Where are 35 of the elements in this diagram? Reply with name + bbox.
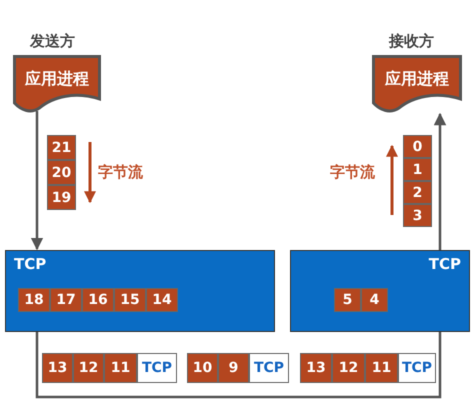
- byte-cell: 10: [187, 353, 218, 383]
- byte-cell: 16: [82, 288, 114, 312]
- header-cell: TCP: [398, 353, 436, 383]
- byte-cell: 14: [146, 288, 178, 312]
- connector-arrow: [30, 111, 44, 250]
- role-heading: 发送方: [30, 32, 75, 51]
- byte-cell: 9: [218, 353, 249, 383]
- byte-cell: 12: [332, 353, 365, 383]
- role-heading: 接收方: [389, 32, 434, 51]
- tcp-panel: TCP 18 17 16 15 14: [5, 250, 275, 332]
- byte-cell: 5: [334, 288, 361, 312]
- process-box: 应用进程: [372, 55, 462, 113]
- byte-cell: 19: [47, 185, 76, 210]
- byte-cell: 1: [403, 158, 432, 181]
- tcp-panel: TCP 5 4: [290, 250, 470, 332]
- byte-cell: 12: [73, 353, 104, 383]
- byte-cell: 13: [300, 353, 332, 383]
- stream-label: 字节流: [330, 163, 375, 182]
- byte-cell: 4: [361, 288, 388, 312]
- header-cell: TCP: [137, 353, 177, 383]
- byte-cell: 2: [403, 181, 432, 204]
- header-cell: TCP: [249, 353, 289, 383]
- byte-cell: 18: [18, 288, 50, 312]
- byte-cell: 11: [104, 353, 137, 383]
- byte-cell: 15: [114, 288, 146, 312]
- byte-cell: 13: [42, 353, 73, 383]
- byte-cell: 0: [403, 135, 432, 158]
- byte-cell: 20: [47, 160, 76, 185]
- connector-arrow: [434, 112, 446, 250]
- byte-cell: 11: [365, 353, 398, 383]
- byte-cell: 17: [50, 288, 82, 312]
- byte-cell: 3: [403, 204, 432, 227]
- byte-cell: 21: [47, 135, 76, 160]
- stream-label: 字节流: [98, 163, 143, 182]
- process-box: 应用进程: [13, 55, 101, 113]
